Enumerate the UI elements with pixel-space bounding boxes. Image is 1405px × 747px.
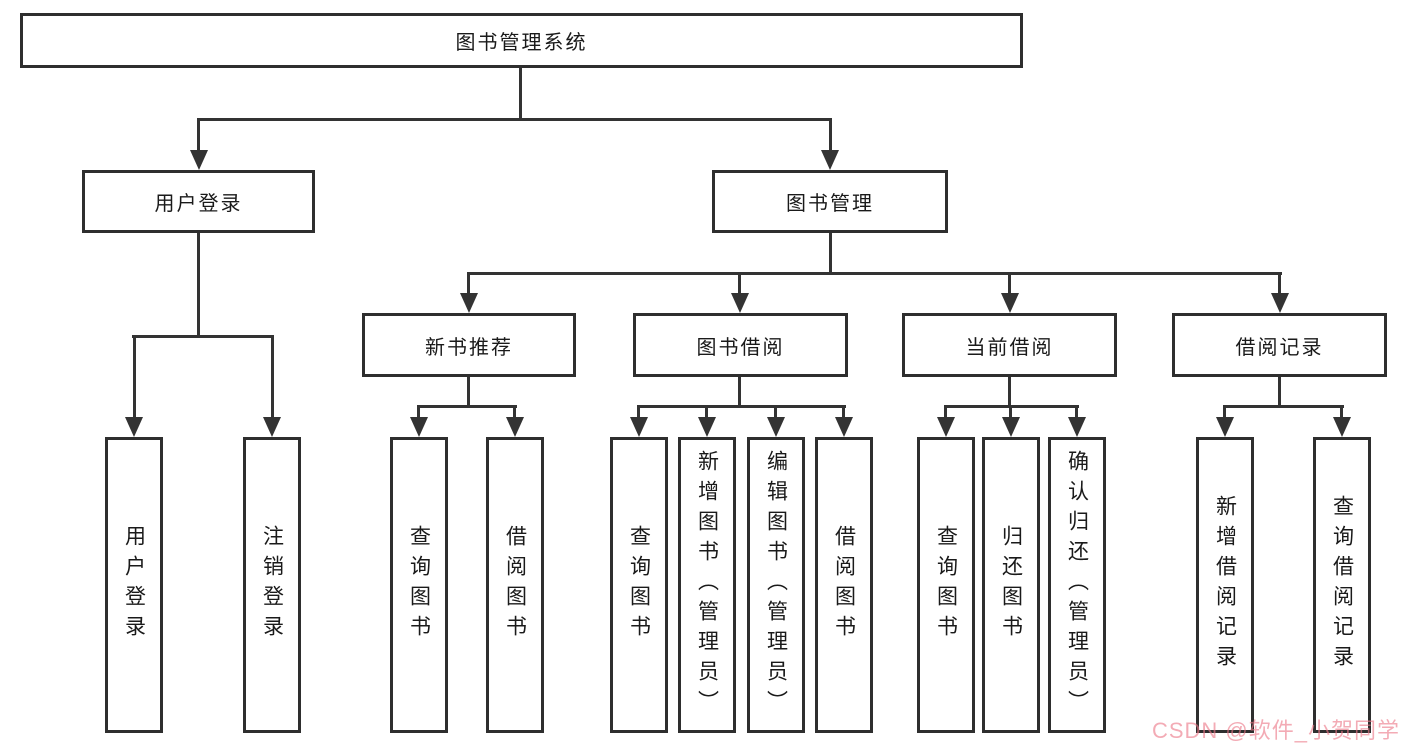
connector-line bbox=[197, 118, 200, 152]
node-new-book-recommendation: 新书推荐 bbox=[362, 313, 576, 377]
node-label: 用户登录 bbox=[154, 193, 243, 215]
node-label: 注销登录 bbox=[260, 525, 284, 645]
leaf-query-books-recommend: 查询图书 bbox=[390, 437, 448, 733]
node-book-management: 图书管理 bbox=[712, 170, 948, 233]
connector-line bbox=[705, 405, 708, 417]
connector-line bbox=[197, 233, 200, 335]
node-current-borrowing: 当前借阅 bbox=[902, 313, 1117, 377]
node-label: 查询图书 bbox=[934, 525, 958, 645]
arrow-down-icon bbox=[1001, 293, 1019, 313]
connector-line bbox=[133, 335, 136, 417]
connector-line bbox=[738, 377, 741, 405]
connector-line bbox=[467, 272, 470, 293]
connector-line bbox=[1340, 405, 1343, 417]
connector-line bbox=[637, 405, 640, 417]
arrow-down-icon bbox=[1271, 293, 1289, 313]
connector-line bbox=[519, 68, 522, 118]
node-label: 归还图书 bbox=[999, 525, 1023, 645]
connector-line bbox=[1223, 405, 1226, 417]
node-label: 新书推荐 bbox=[425, 336, 513, 359]
arrow-down-icon bbox=[1002, 417, 1020, 437]
arrow-down-icon bbox=[263, 417, 281, 437]
connector-line bbox=[513, 405, 516, 417]
leaf-confirm-return-admin: 确认归还（管理员） bbox=[1048, 437, 1106, 733]
connector-line bbox=[467, 272, 1282, 275]
arrow-down-icon bbox=[630, 417, 648, 437]
node-label: 查询图书 bbox=[627, 525, 651, 645]
leaf-query-borrow-record: 查询借阅记录 bbox=[1313, 437, 1371, 733]
leaf-query-books-current: 查询图书 bbox=[917, 437, 975, 733]
node-label: 查询借阅记录 bbox=[1330, 495, 1354, 675]
node-label: 新增借阅记录 bbox=[1213, 495, 1237, 675]
arrow-down-icon bbox=[410, 417, 428, 437]
leaf-logout: 注销登录 bbox=[243, 437, 301, 733]
connector-line bbox=[1278, 272, 1281, 293]
arrow-down-icon bbox=[506, 417, 524, 437]
leaf-borrow-books: 借阅图书 bbox=[815, 437, 873, 733]
node-label: 用户登录 bbox=[122, 525, 146, 645]
arrow-down-icon bbox=[190, 150, 208, 170]
leaf-query-books-borrowing: 查询图书 bbox=[610, 437, 668, 733]
arrow-down-icon bbox=[698, 417, 716, 437]
arrow-down-icon bbox=[125, 417, 143, 437]
arrow-down-icon bbox=[1216, 417, 1234, 437]
node-borrowing-records: 借阅记录 bbox=[1172, 313, 1387, 377]
node-user-login: 用户登录 bbox=[82, 170, 315, 233]
node-book-borrowing: 图书借阅 bbox=[633, 313, 848, 377]
leaf-borrow-books-recommend: 借阅图书 bbox=[486, 437, 544, 733]
connector-line bbox=[417, 405, 420, 417]
arrow-down-icon bbox=[460, 293, 478, 313]
node-label: 借阅记录 bbox=[1235, 336, 1324, 359]
connector-line bbox=[132, 335, 274, 338]
node-root-library-management-system: 图书管理系统 bbox=[20, 13, 1023, 68]
node-label: 查询图书 bbox=[407, 525, 431, 645]
node-label: 图书管理 bbox=[786, 193, 874, 215]
arrow-down-icon bbox=[731, 293, 749, 313]
connector-line bbox=[829, 118, 832, 152]
node-label: 新增图书（管理员） bbox=[695, 450, 719, 720]
leaf-add-borrow-record: 新增借阅记录 bbox=[1196, 437, 1254, 733]
connector-line bbox=[271, 335, 274, 417]
arrow-down-icon bbox=[1333, 417, 1351, 437]
connector-line bbox=[738, 272, 741, 293]
arrow-down-icon bbox=[767, 417, 785, 437]
node-label: 编辑图书（管理员） bbox=[764, 450, 788, 720]
leaf-return-books: 归还图书 bbox=[982, 437, 1040, 733]
node-label: 图书借阅 bbox=[696, 336, 785, 359]
connector-line bbox=[197, 118, 832, 121]
csdn-watermark: CSDN @软件_小贺同学 bbox=[1151, 718, 1400, 743]
arrow-down-icon bbox=[835, 417, 853, 437]
arrow-down-icon bbox=[1068, 417, 1086, 437]
connector-line bbox=[1008, 377, 1011, 405]
connector-line bbox=[1009, 405, 1012, 417]
connector-line bbox=[944, 405, 947, 417]
leaf-add-books-admin: 新增图书（管理员） bbox=[678, 437, 736, 733]
connector-line bbox=[774, 405, 777, 417]
arrow-down-icon bbox=[821, 150, 839, 170]
leaf-edit-books-admin: 编辑图书（管理员） bbox=[747, 437, 805, 733]
connector-line bbox=[417, 405, 517, 408]
connector-line bbox=[637, 405, 846, 408]
connector-line bbox=[1278, 377, 1281, 405]
connector-line bbox=[1223, 405, 1344, 408]
node-label: 借阅图书 bbox=[503, 525, 527, 645]
connector-line bbox=[842, 405, 845, 417]
connector-line bbox=[1008, 272, 1011, 293]
node-label: 确认归还（管理员） bbox=[1065, 450, 1089, 720]
node-label: 图书管理系统 bbox=[455, 32, 588, 54]
connector-line bbox=[1075, 405, 1078, 417]
node-label: 当前借阅 bbox=[965, 336, 1054, 359]
connector-line bbox=[467, 377, 470, 405]
leaf-user-login: 用户登录 bbox=[105, 437, 163, 733]
arrow-down-icon bbox=[937, 417, 955, 437]
connector-line bbox=[829, 233, 832, 272]
node-label: 借阅图书 bbox=[832, 525, 856, 645]
